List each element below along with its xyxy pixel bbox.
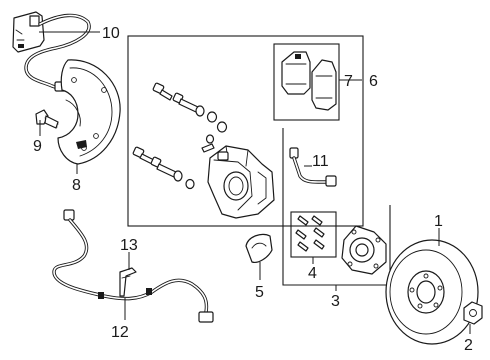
callout-5: 5 — [255, 284, 264, 301]
brake-pads — [281, 51, 337, 111]
callout-12: 12 — [111, 324, 129, 341]
caliper-assembly-box — [127, 35, 364, 227]
shield-bolt — [35, 109, 59, 129]
callout-7: 7 — [344, 73, 353, 90]
leader-lines — [39, 31, 471, 334]
brake-pads-box — [273, 43, 340, 121]
pad-wear-sensor — [289, 147, 337, 187]
callout-11: 11 — [312, 153, 329, 170]
lug-nut — [463, 301, 483, 325]
hub-bearing — [341, 225, 387, 275]
caliper-bolts — [132, 82, 228, 190]
sensor-harness — [52, 209, 214, 323]
callout-labels: 1 2 3 4 5 6 7 8 9 10 11 12 13 — [33, 25, 473, 354]
callout-3: 3 — [331, 293, 340, 310]
callout-10: 10 — [102, 25, 120, 42]
callout-2: 2 — [464, 337, 473, 354]
dust-shield — [57, 59, 121, 165]
callout-13: 13 — [120, 237, 138, 254]
callout-4: 4 — [308, 265, 317, 282]
callout-1: 1 — [434, 213, 443, 230]
brake-caliper — [207, 145, 275, 219]
brake-rotor — [385, 239, 479, 345]
callout-8: 8 — [72, 177, 81, 194]
callout-6: 6 — [369, 73, 378, 90]
callout-9: 9 — [33, 138, 42, 155]
hub-clip — [245, 233, 273, 263]
hub-bolts — [295, 215, 325, 252]
harness-bracket — [119, 267, 137, 297]
